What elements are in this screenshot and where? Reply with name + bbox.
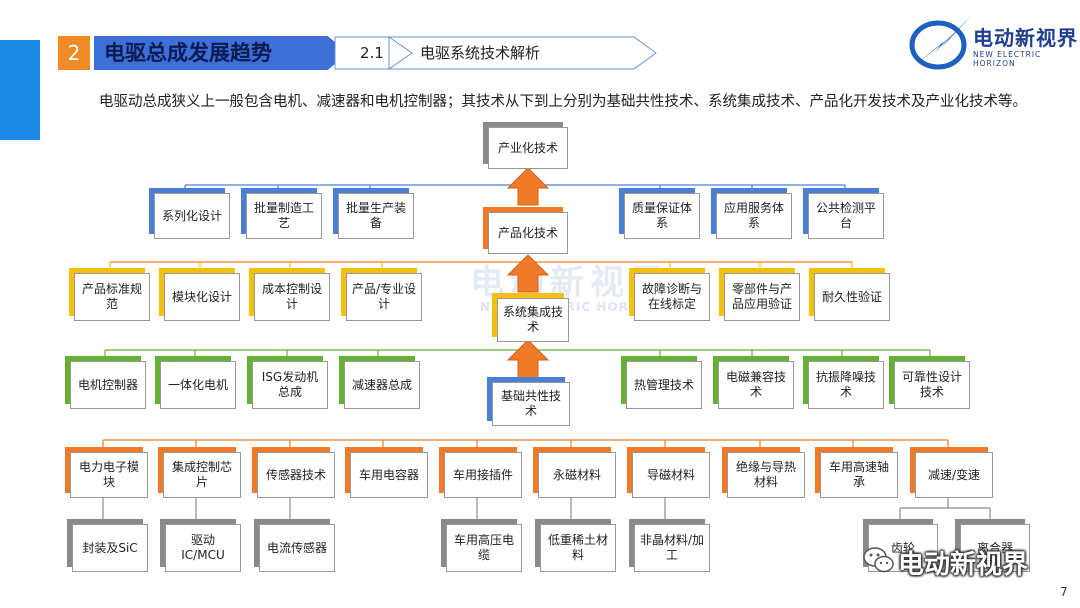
detail-item: 车用高压电缆 xyxy=(446,524,522,572)
description-text: 电驱动总成狭义上一般包含电机、减速器和电机控制器；其技术从下到上分别为基础共性技… xyxy=(99,94,1027,110)
productization-item: 批量生产装备 xyxy=(338,193,414,239)
logo-name-en: NEW ELECTRIC HORIZON xyxy=(973,50,1042,68)
component-item: 导磁材料 xyxy=(632,452,710,498)
side-accent-bar xyxy=(0,40,40,140)
integration-item: 耐久性验证 xyxy=(814,273,890,321)
watermark-cn: 电动新视界 xyxy=(470,263,670,303)
logo-name-cn: 电动新视界 xyxy=(973,26,1078,50)
component-item: 集成控制芯片 xyxy=(163,452,241,498)
basic-item: 一体化电机 xyxy=(160,361,236,409)
subsection-number: 2.1 xyxy=(360,44,384,62)
core-industrialization-box: 产业化技术 xyxy=(488,127,568,169)
detail-item: 非晶材料/加工 xyxy=(634,524,710,572)
component-item: 车用高速轴承 xyxy=(820,452,898,498)
component-item: 传感器技术 xyxy=(257,452,335,498)
basic-item: ISG发动机总成 xyxy=(252,361,328,409)
basic-item: 电机控制器 xyxy=(70,361,146,409)
section-title: 电驱总成发展趋势 xyxy=(94,36,348,70)
productization-item: 公共检测平台 xyxy=(808,193,884,239)
productization-item: 质量保证体系 xyxy=(624,193,700,239)
section-number: 2 xyxy=(58,36,90,70)
basic-item: 减速器总成 xyxy=(344,361,420,409)
core-basic-box: 基础共性技术 xyxy=(492,382,570,426)
component-connectors xyxy=(102,439,949,450)
component-item: 车用接插件 xyxy=(444,452,522,498)
detail-item: 低重稀土材料 xyxy=(540,524,616,572)
basic-item: 抗振降噪技术 xyxy=(808,361,884,409)
page-number: 7 xyxy=(1060,585,1068,599)
component-item: 绝缘与导热材料 xyxy=(727,452,805,498)
integration-item: 产品标准规范 xyxy=(74,273,150,321)
detail-item: 电流传感器 xyxy=(259,524,335,572)
basic-item: 热管理技术 xyxy=(626,361,702,409)
component-item: 永磁材料 xyxy=(538,452,616,498)
productization-item: 系列化设计 xyxy=(154,193,230,239)
productization-item: 应用服务体系 xyxy=(716,193,792,239)
detail-item: 离合器 xyxy=(960,524,1030,572)
basic-item: 电磁兼容技术 xyxy=(718,361,794,409)
integration-item: 故障诊断与在线标定 xyxy=(634,273,710,321)
detail-item: 封装及SiC xyxy=(72,524,148,572)
integration-connectors xyxy=(109,262,853,270)
component-item: 车用电容器 xyxy=(350,452,428,498)
upward-arrow-icons xyxy=(506,167,550,379)
component-item: 减速/变速 xyxy=(915,452,993,498)
core-integration-box: 系统集成技术 xyxy=(497,298,569,342)
basic-item: 可靠性设计技术 xyxy=(894,361,970,409)
core-productization-box: 产品化技术 xyxy=(488,212,568,254)
component-item: 电力电子模块 xyxy=(70,452,148,498)
detail-item: 驱动IC/MCU xyxy=(165,524,241,572)
subsection-banner xyxy=(334,36,657,70)
electric-horizon-logo-icon xyxy=(909,16,971,70)
integration-item: 成本控制设计 xyxy=(254,273,330,321)
productization-item: 批量制造工艺 xyxy=(246,193,322,239)
subsection-title: 电驱系统技术解析 xyxy=(420,44,541,62)
wechat-icon xyxy=(863,547,894,573)
integration-item: 模块化设计 xyxy=(164,273,240,321)
integration-item: 产品/专业设计 xyxy=(346,273,422,321)
wechat-watermark-text: 电动新视界 xyxy=(898,550,1029,580)
detail-connectors xyxy=(102,497,991,520)
integration-item: 零部件与产品应用验证 xyxy=(724,273,800,321)
